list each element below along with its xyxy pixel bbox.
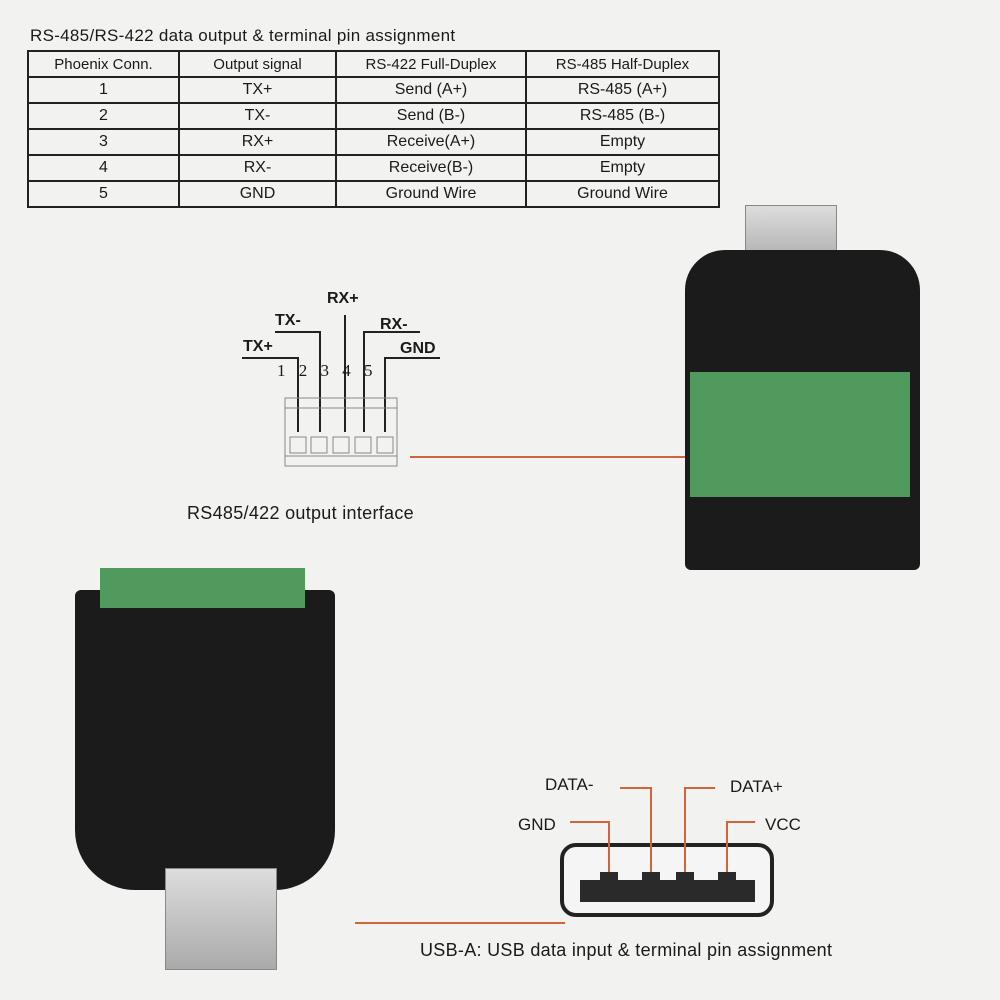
table-header: Phoenix Conn. Output signal RS-422 Full-…: [27, 50, 720, 78]
table-cell: Ground Wire: [335, 180, 527, 208]
leader-line: [355, 922, 565, 924]
header-cell: Phoenix Conn.: [27, 50, 180, 78]
table-cell: 3: [27, 128, 180, 156]
header-cell: RS-485 Half-Duplex: [525, 50, 720, 78]
table-cell: RX+: [178, 128, 337, 156]
terminal-block: [690, 372, 910, 497]
table-cell: RX-: [178, 154, 337, 182]
table-cell: Send (B-): [335, 102, 527, 130]
usb-label-data-plus: DATA+: [730, 777, 783, 796]
pin-label: RX-: [380, 316, 408, 333]
table-cell: Empty: [525, 128, 720, 156]
table-cell: Send (A+): [335, 76, 527, 104]
usb-label-gnd: GND: [518, 815, 556, 834]
pin-label: RX+: [327, 290, 359, 307]
pin-assignment-table: Phoenix Conn. Output signal RS-422 Full-…: [27, 50, 720, 208]
usb-plug: [165, 868, 277, 970]
adapter-photo-bottom: [75, 590, 335, 890]
table-cell: GND: [178, 180, 337, 208]
table-cell: 1: [27, 76, 180, 104]
table-cell: Receive(A+): [335, 128, 527, 156]
usb-caption: USB-A: USB data input & terminal pin ass…: [420, 940, 833, 960]
table-cell: 5: [27, 180, 180, 208]
table-cell: 2: [27, 102, 180, 130]
page-title: RS-485/RS-422 data output & terminal pin…: [30, 26, 456, 45]
header-cell: RS-422 Full-Duplex: [335, 50, 527, 78]
table-cell: TX+: [178, 76, 337, 104]
terminal-caption: RS485/422 output interface: [187, 503, 414, 523]
terminal-pin-diagram: [242, 315, 440, 467]
table-cell: Ground Wire: [525, 180, 720, 208]
table-cell: 4: [27, 154, 180, 182]
pin-label: TX-: [275, 312, 301, 329]
pin-label: GND: [400, 340, 436, 357]
pin-numbers: 1 2 3 4 5: [277, 361, 373, 380]
table-cell: Empty: [525, 154, 720, 182]
table-cell: RS-485 (A+): [525, 76, 720, 104]
table-cell: Receive(B-): [335, 154, 527, 182]
usb-pin-diagram: [560, 787, 774, 917]
leader-line: [410, 456, 700, 458]
usb-label-data-minus: DATA-: [545, 775, 594, 794]
header-cell: Output signal: [178, 50, 337, 78]
pin-label: TX+: [243, 338, 273, 355]
usb-label-vcc: VCC: [765, 815, 801, 834]
terminal-block: [100, 568, 305, 608]
table-cell: RS-485 (B-): [525, 102, 720, 130]
table-cell: TX-: [178, 102, 337, 130]
